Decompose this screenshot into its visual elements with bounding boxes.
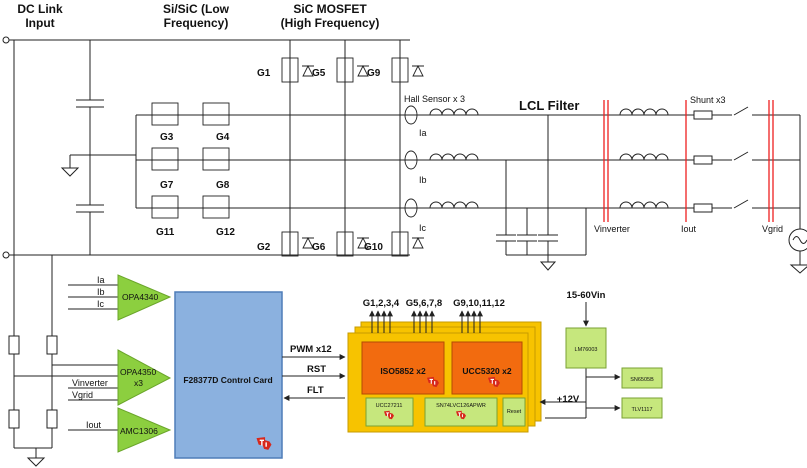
opa4350-label-2: x3 [134, 378, 143, 388]
lm76003-regulator [565, 327, 607, 369]
amp-input-ia: Ia [97, 275, 105, 285]
switch-label-g2: G2 [257, 242, 271, 253]
gate-output-1: G1,2,3,4 [363, 298, 400, 309]
switch-label-g8: G8 [216, 180, 230, 191]
signal-pwm: PWM x12 [290, 344, 332, 355]
lf-bidirectional-switches [151, 102, 230, 219]
hall-sensor-title: Hall Sensor x 3 [404, 94, 465, 104]
gate-output-3: G9,10,11,12 [453, 298, 505, 309]
header-dc-link-line2: Input [25, 16, 54, 30]
amp-input-vgrid: Vgrid [72, 390, 93, 400]
power-wiring [539, 302, 621, 419]
control-card-label: F28377D Control Card [183, 375, 272, 385]
opa4340-amplifier [117, 274, 172, 321]
opa4350-label-1: OPA4350 [120, 367, 157, 377]
switch-label-g10: G10 [364, 242, 383, 253]
switch-label-g6: G6 [312, 242, 326, 253]
switch-label-g11: G11 [156, 227, 175, 238]
switch-label-g4: G4 [216, 132, 230, 143]
switch-label-g9: G9 [367, 68, 381, 79]
tlv1117-label: TLV1117 [631, 407, 652, 413]
reset-label: Reset [507, 409, 522, 415]
filter-capacitors [496, 115, 587, 262]
rail-12v-label: +12V [557, 394, 580, 405]
lcl-filter-label: LCL Filter [519, 98, 579, 113]
phase-label-ib: Ib [419, 175, 427, 185]
lm76003-label: LM76003 [575, 347, 598, 353]
inductor-icon [429, 108, 669, 209]
sn6505b-label: SN6505B [630, 377, 654, 383]
amp-input-vinverter: Vinverter [72, 378, 108, 388]
hf-mosfet-switches [281, 57, 424, 257]
reset-chip [502, 397, 526, 427]
amp-input-lines [68, 284, 118, 431]
gate-output-2: G5,6,7,8 [406, 298, 442, 309]
tlv1117-chip [621, 397, 663, 419]
dc-bus-wiring [2, 36, 801, 265]
opa4340-label: OPA4340 [122, 292, 159, 302]
header-si-sic-line1: Si/SiC (Low [163, 2, 230, 16]
grid-source-icon [788, 228, 807, 252]
amp-input-iout: Iout [86, 420, 102, 430]
vin-label: 15-60Vin [567, 290, 606, 301]
iout-label: Iout [681, 224, 697, 234]
signal-rst: RST [307, 364, 326, 375]
ucc27211-label: UCC27211 [376, 403, 403, 409]
gate-output-arrows [369, 310, 483, 333]
amp-input-ic: Ic [97, 299, 105, 309]
iso5852-chip [361, 341, 445, 395]
phase-label-ia: Ia [419, 128, 427, 138]
header-si-sic-line2: Frequency) [164, 16, 229, 30]
switch-label-g3: G3 [160, 132, 174, 143]
switch-label-g7: G7 [160, 180, 174, 191]
relay-contacts [733, 106, 749, 209]
amc1306-label: AMC1306 [120, 426, 158, 436]
sn6505b-chip [621, 367, 663, 389]
phase-label-ic: Ic [419, 223, 427, 233]
vgrid-label: Vgrid [762, 224, 783, 234]
switch-label-g12: G12 [216, 227, 235, 238]
switch-label-g5: G5 [312, 68, 326, 79]
amc1306-amplifier [117, 407, 172, 453]
control-signal-lines [282, 354, 346, 401]
switch-label-g1: G1 [257, 68, 271, 79]
shunt-resistors [693, 110, 713, 213]
hall-sensor-icon [404, 105, 418, 218]
header-sic-mosfet-line1: SiC MOSFET [293, 2, 367, 16]
sensing-resistors [8, 255, 118, 458]
control-card [174, 291, 283, 459]
shunt-label: Shunt x3 [690, 95, 726, 105]
signal-flt: FLT [307, 385, 324, 396]
measurement-marker-lines [603, 100, 774, 222]
opa4350-amplifier [117, 349, 172, 406]
vinverter-label: Vinverter [594, 224, 630, 234]
header-dc-link-line1: DC Link [17, 2, 63, 16]
iso5852-label: ISO5852 x2 [380, 366, 426, 376]
relay-switches [732, 113, 752, 210]
ucc5320-label: UCC5320 x2 [462, 366, 511, 376]
amp-input-ib: Ib [97, 287, 105, 297]
header-sic-mosfet-line2: (High Frequency) [281, 16, 380, 30]
ucc5320-chip [451, 341, 523, 395]
buffer-label: SN74LVC126APWR [436, 403, 486, 409]
